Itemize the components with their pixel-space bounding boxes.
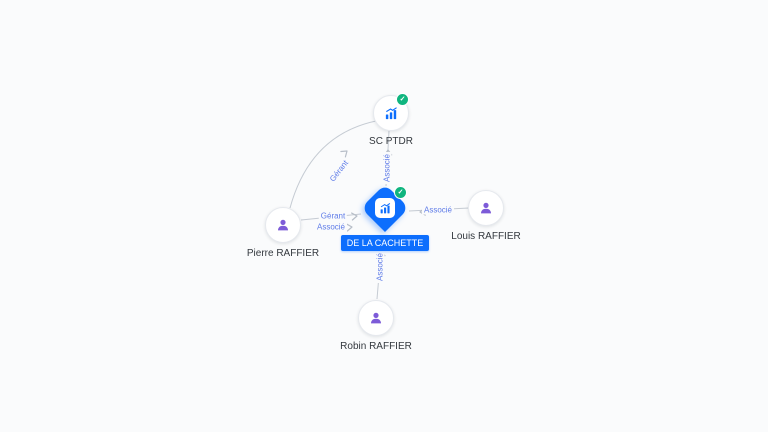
edge-label-associe: Associé — [314, 222, 348, 232]
edge-label-associe: Associé — [375, 250, 385, 284]
person-node-circle — [358, 300, 394, 336]
company-chart-icon — [385, 106, 397, 119]
person-icon — [481, 202, 491, 214]
map-pin: ✓ — [360, 183, 410, 233]
verified-badge-icon: ✓ — [394, 186, 407, 199]
map-pin-shape — [360, 183, 410, 233]
edge-label-associe: Associé — [421, 205, 455, 215]
edge-label-associe: Associé — [382, 151, 392, 185]
node-louis-raffier[interactable]: Louis RAFFIER — [426, 190, 546, 242]
node-robin-raffier[interactable]: Robin RAFFIER — [316, 300, 436, 352]
person-icon — [371, 312, 381, 324]
company-node-circle: ✓ — [373, 93, 409, 131]
person-icon — [278, 219, 288, 231]
arrow-associe-cachette — [346, 223, 353, 232]
node-label: Louis RAFFIER — [451, 231, 521, 242]
person-node-circle — [265, 207, 301, 243]
node-de-la-cachette[interactable]: ✓ DE LA CACHETTE — [325, 183, 445, 251]
node-label: SC PTDR — [369, 136, 413, 147]
node-label: Pierre RAFFIER — [246, 248, 320, 259]
verified-badge-icon: ✓ — [396, 93, 409, 106]
company-chart-icon — [375, 198, 395, 218]
node-sc-ptdr[interactable]: ✓ SC PTDR — [331, 93, 451, 147]
node-label: Robin RAFFIER — [340, 341, 412, 352]
arrow-gerant-cachette — [351, 212, 358, 221]
person-node-circle — [468, 190, 504, 226]
arrow-curve-scptdr — [340, 150, 348, 158]
edge-label-gerant: Gérant — [318, 211, 348, 221]
edge-pierre-scptdr — [289, 120, 377, 209]
focus-node-label: DE LA CACHETTE — [340, 235, 430, 251]
node-pierre-raffier[interactable]: Pierre RAFFIER — [223, 207, 343, 259]
